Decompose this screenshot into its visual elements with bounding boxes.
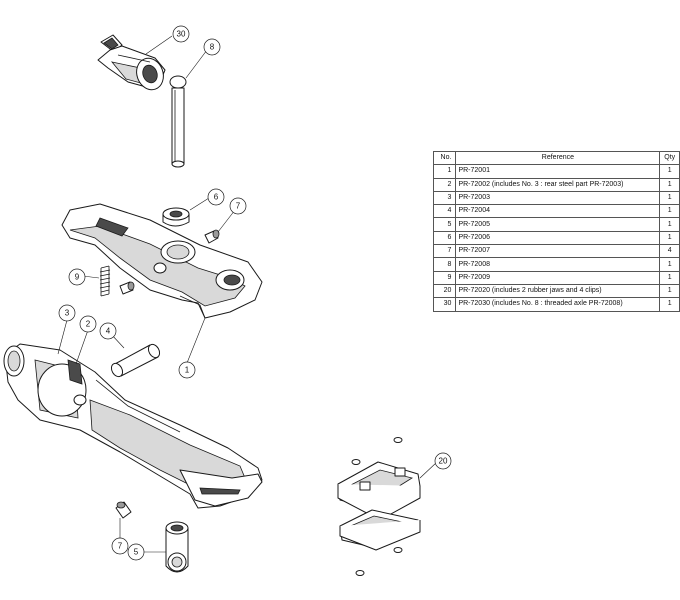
svg-text:5: 5 [134,548,139,557]
header-no: No. [432,150,457,166]
part-8-threaded-axle [169,75,187,168]
row-no: 2 [432,177,457,192]
row-qty: 4 [659,244,680,259]
part-5-bolt [165,521,189,573]
callout-9: 9 [68,268,86,286]
row-qty: 1 [659,177,680,192]
callout-7-lower: 7 [111,537,129,555]
callout-5: 5 [127,543,145,561]
row-qty: 1 [659,204,680,219]
svg-text:4: 4 [106,327,111,336]
row-no: 6 [432,230,457,246]
svg-text:30: 30 [177,30,186,39]
row-no: 4 [432,204,457,219]
part-7-clip-upper [204,229,220,244]
row-qty: 1 [659,190,680,206]
callout-3: 3 [58,304,76,322]
row-reference: PR-72005 [455,217,661,232]
callout-1: 1 [178,361,196,379]
row-no: 1 [432,164,457,179]
row-qty: 1 [659,164,680,179]
svg-text:9: 9 [75,273,80,282]
row-no: 8 [432,257,457,272]
row-reference: PR-72002 (includes No. 3 : rear steel pa… [455,177,661,192]
row-qty: 1 [659,283,680,299]
callout-8: 8 [203,38,221,56]
row-reference: PR-72006 [455,230,661,246]
part-30-cam-lever [97,34,166,91]
row-qty: 1 [659,270,680,285]
callout-20: 20 [434,452,452,470]
part-9-spring [99,265,111,297]
svg-text:3: 3 [65,309,70,318]
row-reference: PR-72004 [455,204,661,219]
part-1-clamp-body [61,203,263,319]
header-reference: Reference [455,150,661,166]
part-6-nut [162,207,190,227]
header-qty: Qty [659,150,680,166]
row-reference: PR-72007 [455,244,661,259]
row-qty: 1 [659,217,680,232]
leader-lines [57,35,438,553]
svg-text:8: 8 [210,43,215,52]
bom-header-row: No. Reference Qty [432,150,680,166]
part-7-clip-lower [115,501,132,519]
row-reference: PR-72003 [455,190,661,206]
row-no: 5 [432,217,457,232]
row-no: 7 [432,244,457,259]
row-qty: 1 [659,257,680,272]
callout-6: 6 [207,188,225,206]
row-no: 9 [432,270,457,285]
row-qty: 1 [659,297,680,312]
svg-text:6: 6 [214,193,219,202]
part-small-pin [119,281,135,295]
svg-text:7: 7 [236,202,241,211]
svg-text:1: 1 [185,366,190,375]
part-2-lower-clamp [3,343,263,509]
row-reference: PR-72020 (includes 2 rubber jaws and 4 c… [455,283,661,299]
callout-7-upper: 7 [229,197,247,215]
svg-text:2: 2 [86,320,91,329]
callout-2: 2 [79,315,97,333]
svg-text:7: 7 [118,542,123,551]
row-reference: PR-72001 [455,164,661,179]
part-20-rubber-jaws [337,437,421,576]
row-qty: 1 [659,230,680,246]
part-4-pin [110,343,161,378]
row-no: 3 [432,190,457,206]
row-reference: PR-72008 [455,257,661,272]
row-no: 20 [432,283,457,299]
row-reference: PR-72009 [455,270,661,285]
row-reference: PR-72030 (includes No. 8 : threaded axle… [455,297,661,312]
callout-30: 30 [172,25,190,43]
svg-text:20: 20 [439,457,448,466]
callout-4: 4 [99,322,117,340]
row-no: 30 [432,297,457,312]
